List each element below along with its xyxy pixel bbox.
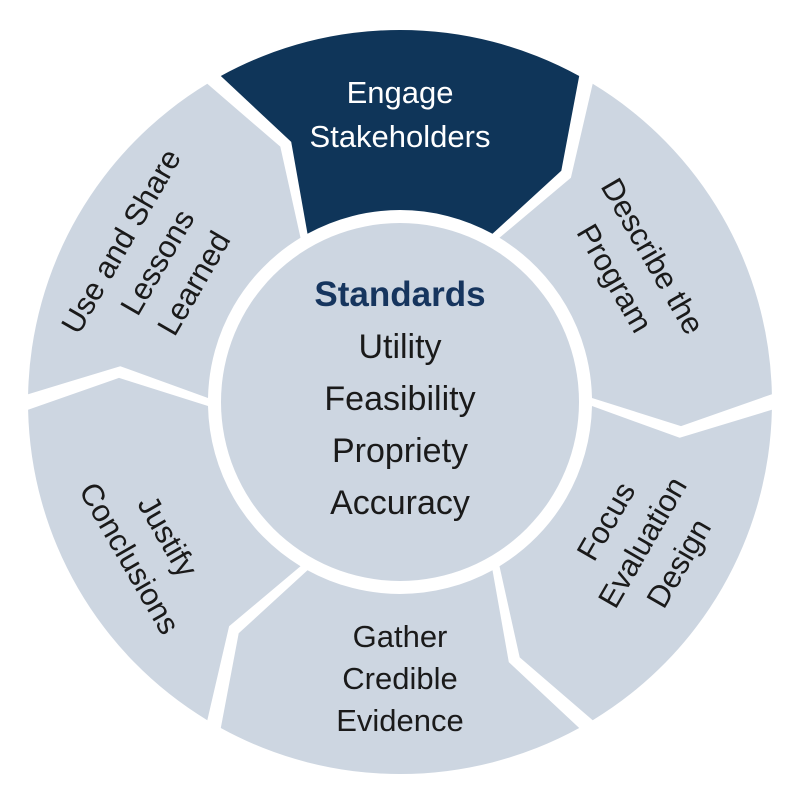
- segment-gather-credible-evidence: [220, 570, 580, 775]
- center-standard-feasibility: Feasibility: [324, 380, 475, 418]
- segment-label-line: Stakeholders: [310, 119, 491, 154]
- center-heading: Standards: [314, 275, 485, 314]
- segment-use-and-share-lessons-learned: [28, 83, 301, 399]
- segment-label-line: Engage: [347, 75, 454, 110]
- label-gather-credible-evidence: Gather Credible Evidence: [336, 619, 464, 738]
- segment-justify-conclusions: [28, 377, 301, 721]
- center-standard-propriety: Propriety: [332, 432, 468, 470]
- segment-label-line: Gather: [353, 619, 448, 654]
- center-standard-accuracy: Accuracy: [330, 484, 470, 522]
- segment-describe-the-program: [499, 83, 772, 427]
- segment-label-line: Credible: [342, 661, 457, 696]
- center-standard-utility: Utility: [358, 328, 441, 366]
- segment-engage-stakeholders: [220, 29, 580, 234]
- segment-label-line: Evidence: [336, 703, 464, 738]
- standards-circle: [221, 223, 579, 581]
- label-engage-stakeholders: Engage Stakeholders: [310, 75, 491, 154]
- segment-focus-evaluation-design: [499, 406, 772, 721]
